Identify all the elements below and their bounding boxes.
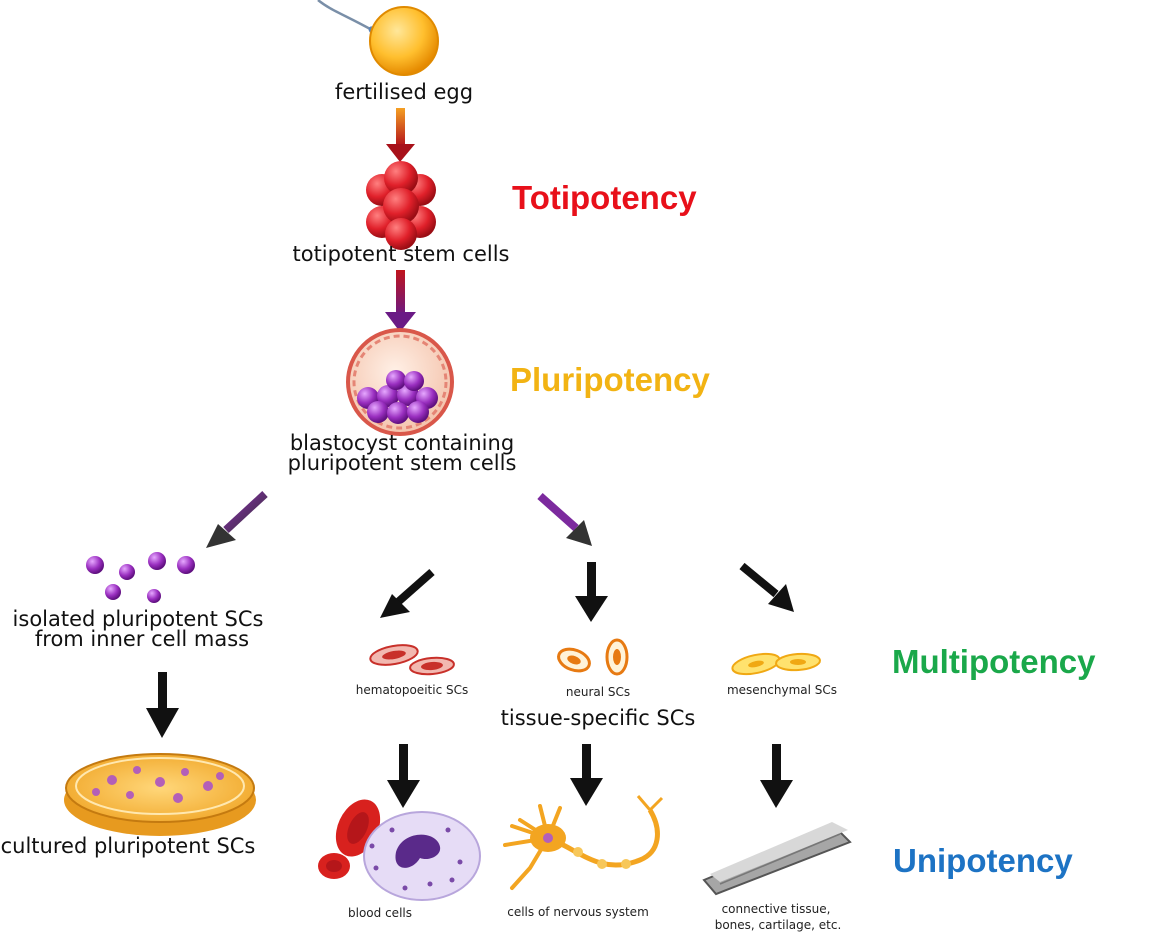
totipotent-cells-label: totipotent stem cells xyxy=(292,242,510,266)
totipotency-label: Totipotency xyxy=(512,179,697,216)
arrow-to-blood-cells xyxy=(387,744,420,808)
arrow-egg-to-morula xyxy=(386,108,415,162)
arrow-to-neural xyxy=(575,562,608,622)
fertilised-egg-icon xyxy=(317,0,439,76)
isolated-cells-label-line1: isolated pluripotent SCs xyxy=(12,607,264,631)
blood-cells-label: blood cells xyxy=(348,906,412,920)
connective-tissue-label-line2: bones, cartilage, etc. xyxy=(714,918,842,932)
arrow-blastocyst-to-isolated xyxy=(206,491,268,548)
petri-dish-icon xyxy=(64,753,256,836)
isolated-cells-label-line2: from inner cell mass xyxy=(34,627,250,651)
blastocyst-label-line2: pluripotent stem cells xyxy=(287,451,517,475)
pluripotency-label: Pluripotency xyxy=(510,361,710,398)
neural-cells-icon xyxy=(557,638,629,676)
arrow-blastocyst-to-tissue xyxy=(537,493,592,546)
blastocyst-label-line1: blastocyst containing xyxy=(289,431,515,455)
totipotent-cells-icon xyxy=(366,161,436,250)
connective-tissue-label-line1: connective tissue, xyxy=(721,902,831,916)
connective-tissue-icon xyxy=(702,822,852,896)
arrow-to-hematopoietic xyxy=(380,569,435,618)
mesenchymal-label: mesenchymal SCs xyxy=(726,683,838,697)
neuron-icon xyxy=(503,795,664,890)
tissue-specific-label: tissue-specific SCs xyxy=(500,706,696,730)
arrow-to-connective-tissue xyxy=(760,744,793,808)
hematopoietic-label: hematopoeitic SCs xyxy=(355,683,469,697)
isolated-cells-icon xyxy=(86,552,195,603)
arrow-morula-to-blastocyst xyxy=(385,270,416,332)
arrow-to-mesenchymal xyxy=(739,562,794,612)
arrow-to-nervous-cells xyxy=(570,744,603,806)
blood-cells-icon xyxy=(318,799,481,901)
hematopoietic-cells-icon xyxy=(369,644,455,676)
unipotency-label: Unipotency xyxy=(893,842,1073,879)
multipotency-label: Multipotency xyxy=(892,643,1096,680)
nervous-cells-label: cells of nervous system xyxy=(507,905,649,919)
arrow-isolated-to-cultured xyxy=(146,672,179,738)
neural-label: neural SCs xyxy=(565,685,631,699)
cultured-cells-label: cultured pluripotent SCs xyxy=(0,834,256,858)
mesenchymal-cells-icon xyxy=(731,652,821,676)
blastocyst-icon xyxy=(346,328,454,436)
fertilised-egg-label: fertilised egg xyxy=(334,80,474,104)
